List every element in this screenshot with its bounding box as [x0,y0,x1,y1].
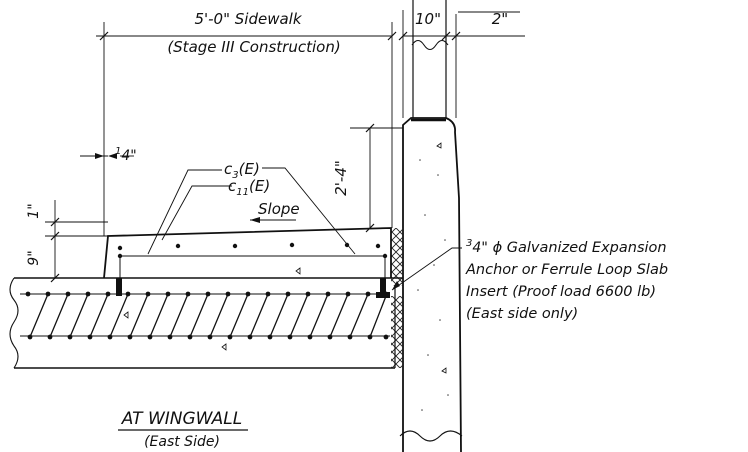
leader-arrows [250,217,400,290]
spiral-reinforcement [29,293,387,338]
wall-offset-label: 2" [492,10,508,28]
dimension-arrows [95,153,117,159]
c11-bar-label: c11(E) [228,177,270,198]
sidewalk-width-label: 5'-0" Sidewalk [194,10,302,28]
drawing-subtitle: (East Side) [144,434,220,450]
dimension-ticks [50,31,461,283]
sidewalk [103,227,392,298]
wingwall [399,0,463,452]
stage-label: (Stage III Construction) [167,38,340,56]
top-height-label: 2'-4" [332,160,350,196]
aggregate-mark [295,267,301,275]
anchor-note-line2: Anchor or Ferrule Loop Slab [465,262,668,278]
anchor-note-line1: 34" ϕ Galvanized Expansion [466,238,667,256]
sidewalk-anchor [380,278,386,296]
bottom-rebar [27,334,389,340]
lip-label: 14" [115,146,137,164]
c3-bar-label: c3(E) [224,160,260,181]
slope-label: Slope [258,200,300,218]
anchor-note-line3: Insert (Proof load 6600 lb) [466,284,656,300]
drawing-title: AT WINGWALL [121,409,242,429]
slab-depth-label: 9" [26,250,42,265]
aggregate-mark [436,142,442,149]
curb-step-label: 1" [26,203,42,218]
joint-filler [391,296,403,368]
joint-filler [391,228,403,286]
aggregate-mark [123,311,129,319]
top-rebar [25,291,389,297]
aggregate-mark [221,343,227,351]
dimension-lines [45,10,525,279]
concrete-stipple [417,159,449,411]
anchor-note-line4: (East side only) [466,306,578,322]
leader-lines [147,167,462,291]
aggregate-mark [441,367,447,374]
deck-slab [9,277,403,369]
wall-thickness-label: 10" [415,10,441,28]
sidewalk-anchor [116,278,122,296]
